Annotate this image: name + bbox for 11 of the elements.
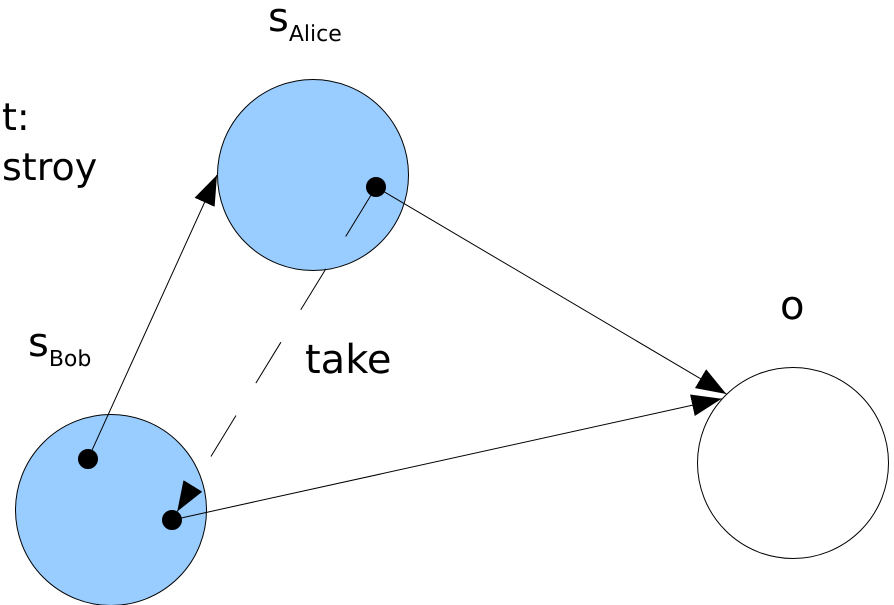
dot <box>78 449 98 469</box>
arrow <box>181 394 722 518</box>
dot <box>366 177 386 197</box>
arrow <box>384 192 727 394</box>
state-label: s$_{Bob}$ <box>28 323 92 371</box>
text-fragment: stroy <box>2 148 98 186</box>
state-label: s$_{Alice}$ <box>268 0 342 46</box>
text-fragment: t: <box>2 98 30 136</box>
dot <box>162 510 182 530</box>
state-label: o <box>780 286 804 326</box>
arrow <box>92 174 218 450</box>
